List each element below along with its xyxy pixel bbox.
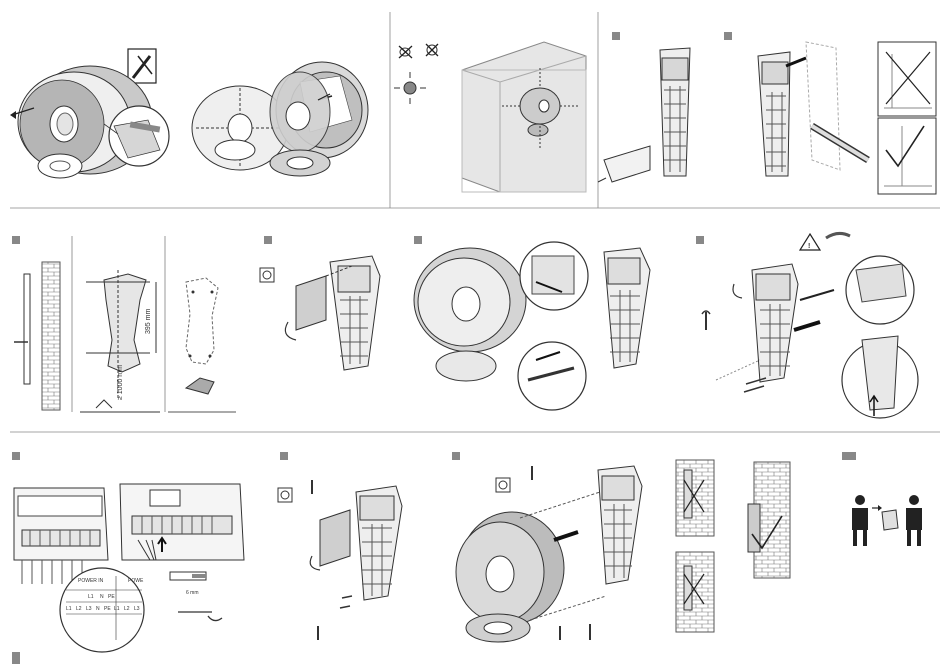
wall-bracket (758, 52, 790, 176)
step-attach-front (452, 452, 642, 642)
svg-text:N: N (100, 594, 104, 600)
step-marker (696, 236, 704, 244)
screwdriver-icon (208, 616, 222, 621)
step-wiring: POWER IN POWE L1 N PE L1 L2 L3 N PE L1 L… (12, 452, 244, 652)
wall-bracket (752, 264, 798, 382)
step-cover-exploded (192, 62, 368, 176)
height-dimension-label: 395 mm (145, 309, 152, 334)
step-bracket-preview (598, 32, 868, 182)
svg-text:L1: L1 (114, 606, 120, 612)
step-remove-front-cover (10, 49, 169, 178)
step-close-inner-cover (278, 452, 402, 640)
svg-text:N: N (96, 606, 100, 612)
strip-length-label: 6 mm (186, 590, 199, 596)
step-mount-bracket: ! (696, 233, 918, 418)
wall-bracket (604, 248, 650, 368)
svg-text:L2: L2 (124, 606, 130, 612)
step-marker (264, 236, 272, 244)
wall-bracket (330, 256, 380, 370)
step-handover (842, 452, 922, 546)
drill-template (168, 278, 236, 412)
settings-icon (496, 478, 510, 492)
settings-icon (260, 268, 274, 282)
terminal-block-detail (120, 484, 244, 560)
svg-text:L1: L1 (66, 606, 72, 612)
step-cable-entry (414, 236, 650, 410)
svg-text:L1: L1 (88, 594, 94, 600)
svg-text:PE: PE (104, 606, 111, 612)
step-marker (612, 32, 620, 40)
terminal-row-1: L1 N PE (88, 594, 115, 600)
step-marker (12, 236, 20, 244)
ventilation-icon (394, 72, 426, 104)
svg-text:PE: PE (108, 594, 115, 600)
step-marker (12, 452, 20, 460)
step-marker (842, 452, 856, 460)
step-marker (280, 452, 288, 460)
step-marker (12, 652, 20, 664)
no-sun-icon (426, 44, 438, 56)
wire-strip-length: 6 mm (170, 572, 222, 621)
person-icon (906, 495, 922, 546)
tool-icon (128, 49, 156, 83)
wall-check-panels (878, 42, 936, 194)
step-marker (414, 236, 422, 244)
mount-height-label: ≥ 1000 mm (117, 365, 124, 400)
step-dimensions: 395 mm ≥ 1000 mm (12, 236, 236, 412)
manual-icon (882, 510, 898, 530)
step-positioning (394, 42, 586, 192)
no-wet-icon (399, 46, 412, 58)
wall-bracket (660, 48, 690, 176)
step-open-cover (260, 236, 380, 370)
svg-text:L2: L2 (76, 606, 82, 612)
bracket-dimension-drawing: 395 mm ≥ 1000 mm (80, 270, 160, 412)
drill-icon (186, 378, 214, 394)
power-out-label: POWE (128, 578, 144, 584)
warning-icon: ! (800, 234, 820, 250)
detail-magnifier (518, 342, 586, 410)
step-wall-mounting-check (676, 460, 790, 632)
step-marker (724, 32, 732, 40)
power-in-label: POWER IN (78, 578, 104, 584)
electrician-icon (852, 495, 868, 546)
settings-icon (278, 488, 292, 502)
wall-bracket (598, 466, 642, 584)
step-marker (452, 452, 460, 460)
svg-text:L3: L3 (86, 606, 92, 612)
wall-bracket (356, 486, 402, 600)
wrench-icon (702, 311, 710, 330)
svg-text:!: ! (808, 243, 810, 250)
svg-text:L3: L3 (134, 606, 140, 612)
